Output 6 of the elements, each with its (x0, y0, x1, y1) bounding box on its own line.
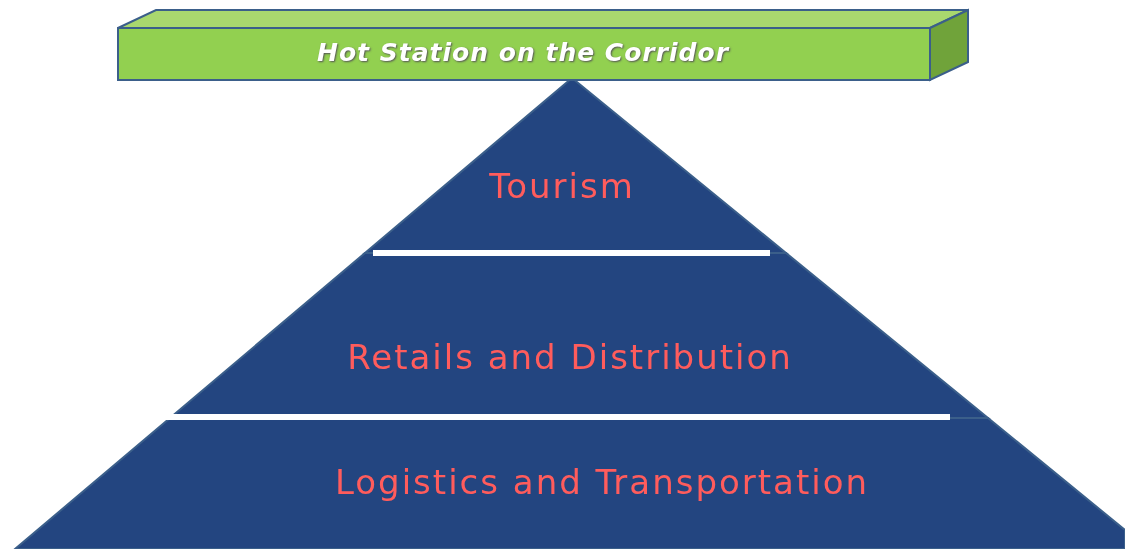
banner-title: Hot Station on the Corridor (316, 38, 731, 67)
pyramid-tier (365, 78, 786, 253)
tier-label: Tourism (489, 166, 635, 206)
tier-label: Logistics and Transportation (334, 462, 870, 502)
pyramid-tier (15, 418, 1125, 549)
tier-label: Retails and Distribution (347, 337, 793, 377)
